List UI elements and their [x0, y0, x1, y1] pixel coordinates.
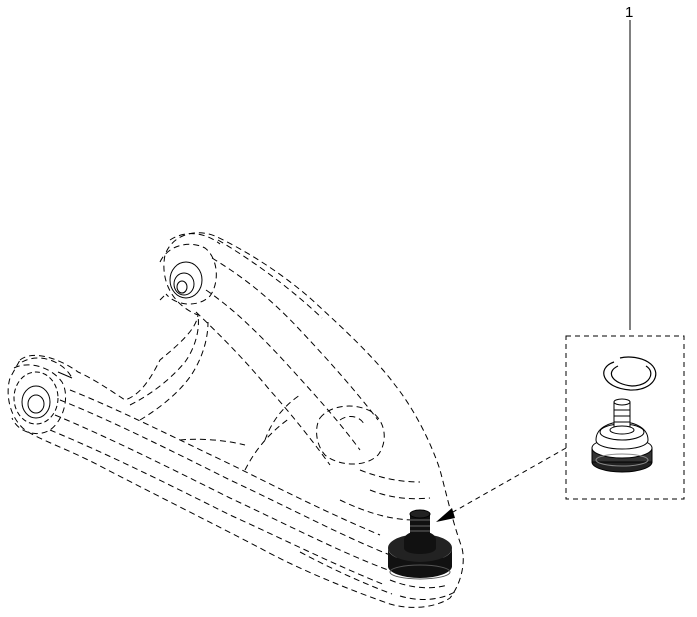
callout-1-label: 1 — [625, 4, 633, 21]
ball-joint — [591, 398, 653, 473]
ball-joint-installed — [388, 509, 452, 580]
retaining-ring — [603, 356, 657, 391]
lower-control-arm — [7, 232, 464, 608]
install-arrow — [436, 447, 567, 522]
ball-joint-kit — [565, 335, 685, 500]
front-bushing — [13, 371, 73, 425]
rear-bushing — [159, 261, 203, 301]
callout-1: 1 — [625, 4, 633, 330]
